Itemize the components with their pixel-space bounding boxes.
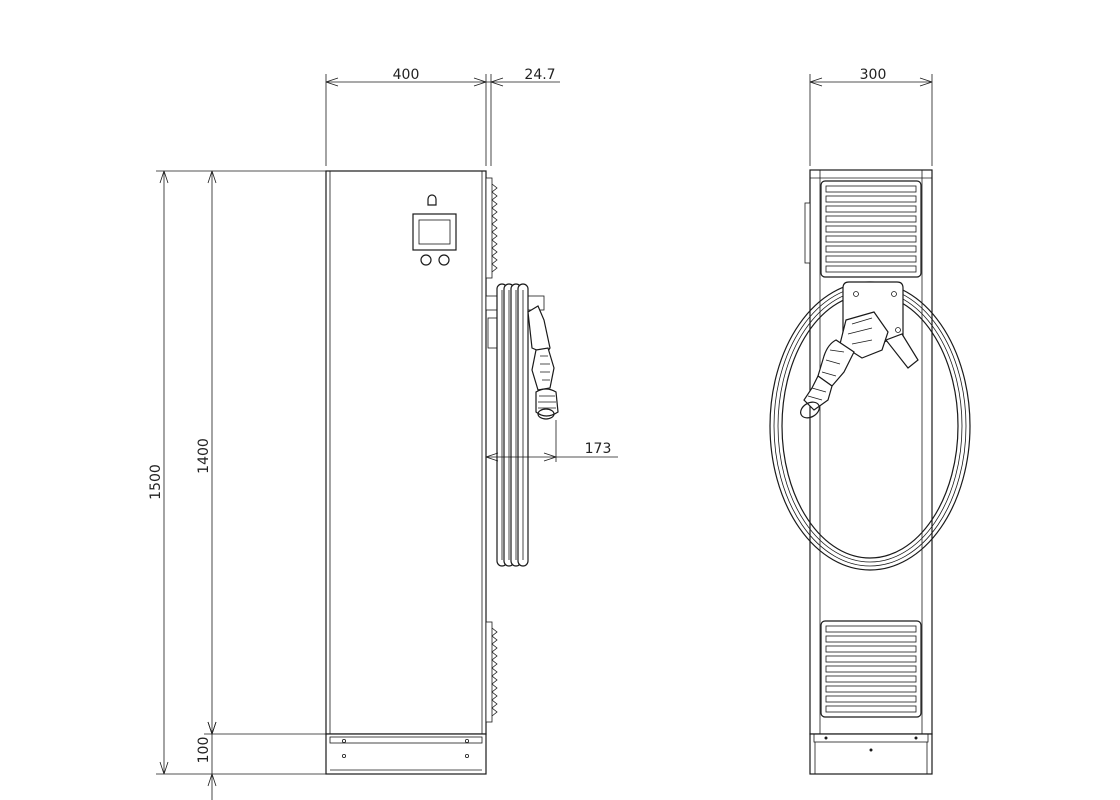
dim-cable-173: 173 [585, 441, 612, 457]
front-connector-plug [800, 311, 889, 419]
front-base [809, 733, 933, 775]
side-connector-plug [527, 305, 559, 420]
side-base-plinth [325, 733, 487, 775]
dimension-lines [156, 74, 933, 800]
button-right [438, 254, 450, 266]
dim-base-100: 100 [196, 737, 212, 764]
dim-height-1400: 1400 [196, 438, 212, 474]
dim-offset-24-7: 24.7 [524, 67, 555, 83]
side-upper-vent [485, 177, 498, 279]
button-left [420, 254, 432, 266]
display-screen [412, 213, 457, 251]
dim-height-1500: 1500 [148, 464, 164, 500]
control-panel [412, 194, 457, 266]
dim-width-300: 300 [860, 67, 887, 83]
front-view [769, 169, 971, 775]
dim-width-400: 400 [393, 67, 420, 83]
side-coiled-cable [496, 283, 529, 567]
side-view [325, 170, 559, 775]
front-upper-louvre [820, 180, 922, 278]
side-cabinet-body [325, 170, 487, 735]
side-lower-vent [485, 621, 498, 723]
front-lower-louvre [820, 620, 922, 718]
